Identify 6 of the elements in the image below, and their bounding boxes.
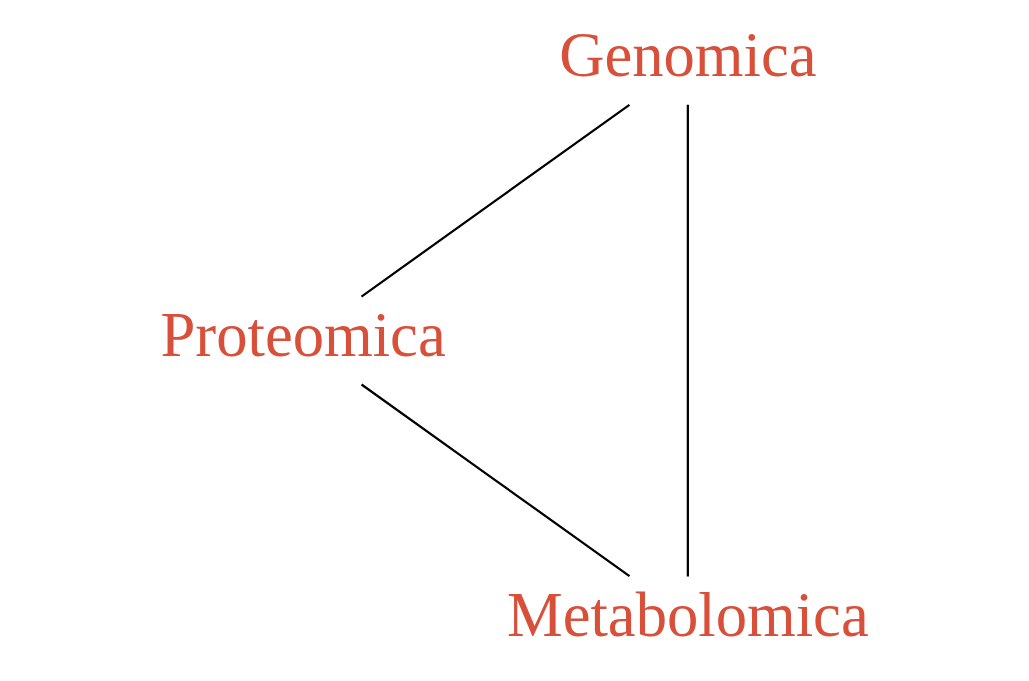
connector xyxy=(360,383,631,578)
node-text: Metabolomica xyxy=(507,579,869,650)
node-text: Genomica xyxy=(559,20,817,91)
connector xyxy=(686,104,689,577)
node-text: Proteomica xyxy=(160,299,446,370)
connector xyxy=(360,104,631,298)
